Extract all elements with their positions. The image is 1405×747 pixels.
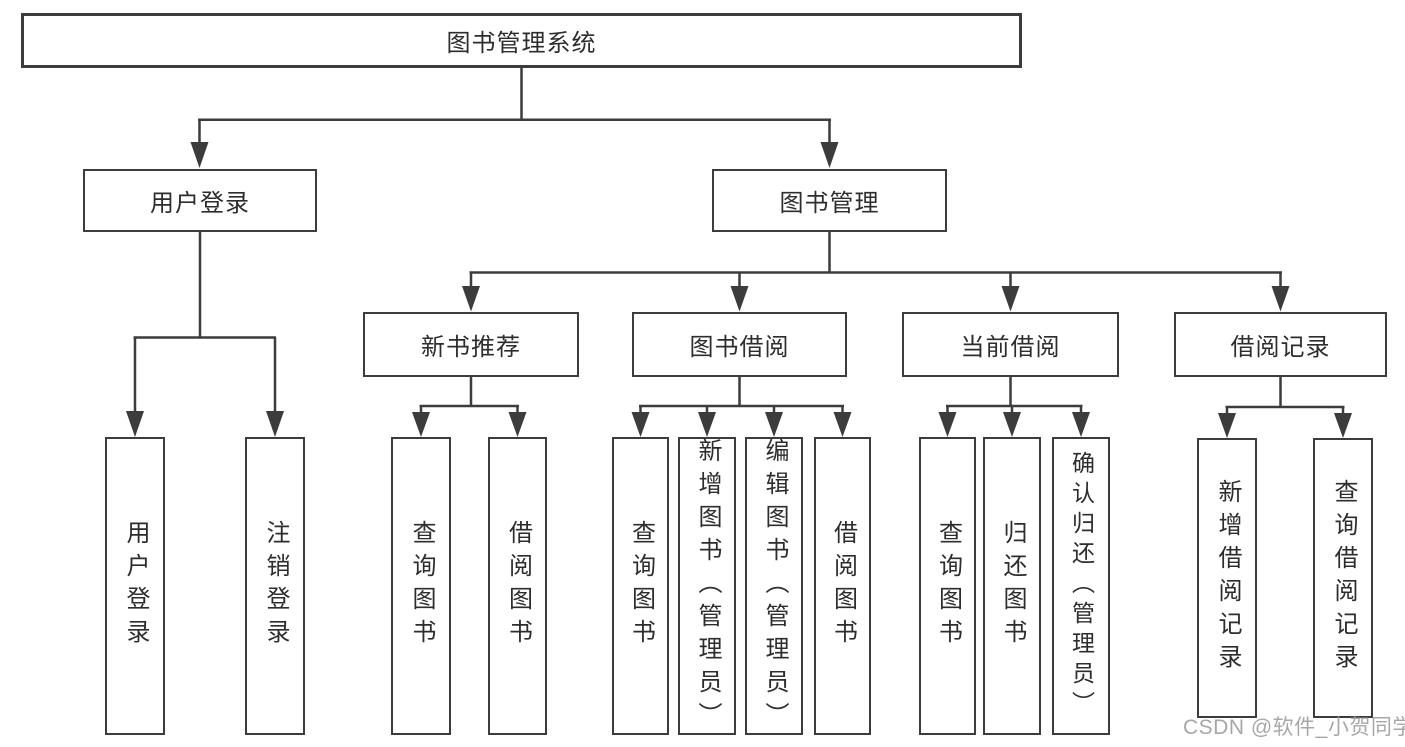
arrowhead-icon xyxy=(820,142,839,168)
node-book-management-label: 图书管理 xyxy=(779,190,880,217)
leaf-add-books-admin: 新增图书（管理员） xyxy=(678,437,736,735)
edge-root-to-level2 xyxy=(190,68,839,168)
leaf-add-books-admin-label: 新增图书（管理员） xyxy=(694,437,721,735)
csdn-watermark: CSDN @软件_小贺同学 xyxy=(1183,716,1405,739)
edge-book-management-to-level3 xyxy=(462,232,1290,312)
node-library-system-label: 图书管理系统 xyxy=(446,30,597,57)
node-user-login-label: 用户登录 xyxy=(150,190,250,217)
arrowhead-icon xyxy=(938,412,957,437)
edge-book-borrowing-to-leaves xyxy=(631,377,852,437)
arrowhead-icon xyxy=(126,411,144,437)
leaf-borrow-books-borrowing-label: 借阅图书 xyxy=(829,520,857,652)
leaf-return-books-label: 归还图书 xyxy=(999,520,1026,652)
leaf-query-borrow-record-label: 查询借阅记录 xyxy=(1330,479,1357,677)
arrowhead-icon xyxy=(833,412,852,437)
arrowhead-icon xyxy=(190,142,209,168)
edge-borrowing-records-to-leaves xyxy=(1218,377,1352,438)
leaf-borrow-books-borrowing: 借阅图书 xyxy=(814,437,871,735)
leaf-query-books-borrowing-label: 查询图书 xyxy=(627,520,655,652)
arrowhead-icon xyxy=(412,412,430,437)
leaf-borrow-books-recommend: 借阅图书 xyxy=(488,437,547,735)
node-current-borrowing-label: 当前借阅 xyxy=(960,334,1061,361)
leaf-return-books: 归还图书 xyxy=(983,437,1041,735)
leaf-query-books-borrowing: 查询图书 xyxy=(612,437,669,735)
node-book-borrowing-label: 图书借阅 xyxy=(689,334,790,361)
leaf-query-books-current: 查询图书 xyxy=(919,437,976,735)
leaf-logout-login-label: 注销登录 xyxy=(262,520,289,652)
node-new-book-recommend: 新书推荐 xyxy=(363,312,579,377)
node-user-login: 用户登录 xyxy=(83,169,317,232)
leaf-add-borrow-record: 新增借阅记录 xyxy=(1197,438,1257,718)
arrowhead-icon xyxy=(462,286,480,312)
arrowhead-icon xyxy=(508,412,527,437)
leaf-user-login-label: 用户登录 xyxy=(122,520,149,652)
node-library-system: 图书管理系统 xyxy=(21,13,1022,68)
arrowhead-icon xyxy=(1271,286,1290,312)
arrowhead-icon xyxy=(631,412,650,437)
node-book-management: 图书管理 xyxy=(712,169,947,232)
arrowhead-icon xyxy=(1218,413,1236,438)
arrowhead-icon xyxy=(266,411,284,437)
node-book-borrowing: 图书借阅 xyxy=(632,312,847,377)
leaf-edit-books-admin-label: 编辑图书（管理员） xyxy=(761,437,788,735)
node-borrowing-records: 借阅记录 xyxy=(1174,312,1387,377)
arrowhead-icon xyxy=(765,412,783,437)
leaf-query-books-current-label: 查询图书 xyxy=(934,520,962,652)
arrowhead-icon xyxy=(698,412,716,437)
edge-current-borrowing-to-leaves xyxy=(938,377,1090,437)
node-current-borrowing: 当前借阅 xyxy=(902,312,1119,377)
leaf-query-borrow-record: 查询借阅记录 xyxy=(1313,438,1373,718)
arrowhead-icon xyxy=(1072,412,1090,437)
node-borrowing-records-label: 借阅记录 xyxy=(1230,334,1331,361)
leaf-edit-books-admin: 编辑图书（管理员） xyxy=(745,437,803,735)
leaf-user-login: 用户登录 xyxy=(105,437,165,735)
edge-user-login-to-leaves xyxy=(126,232,284,437)
leaf-query-books-recommend-label: 查询图书 xyxy=(408,520,435,652)
arrowhead-icon xyxy=(1334,413,1352,438)
leaf-logout-login: 注销登录 xyxy=(245,437,305,735)
leaf-confirm-return-admin: 确认归还（管理员） xyxy=(1052,437,1110,735)
leaf-add-borrow-record-label: 新增借阅记录 xyxy=(1214,479,1241,677)
edge-new-book-recommend-to-leaves xyxy=(412,377,527,437)
leaf-query-books-recommend: 查询图书 xyxy=(391,437,451,735)
node-new-book-recommend-label: 新书推荐 xyxy=(421,334,521,361)
arrowhead-icon xyxy=(1001,286,1020,312)
leaf-borrow-books-recommend-label: 借阅图书 xyxy=(504,520,532,652)
leaf-confirm-return-admin-label: 确认归还（管理员） xyxy=(1068,451,1095,721)
arrowhead-icon xyxy=(1003,412,1021,437)
arrowhead-icon xyxy=(730,286,749,312)
